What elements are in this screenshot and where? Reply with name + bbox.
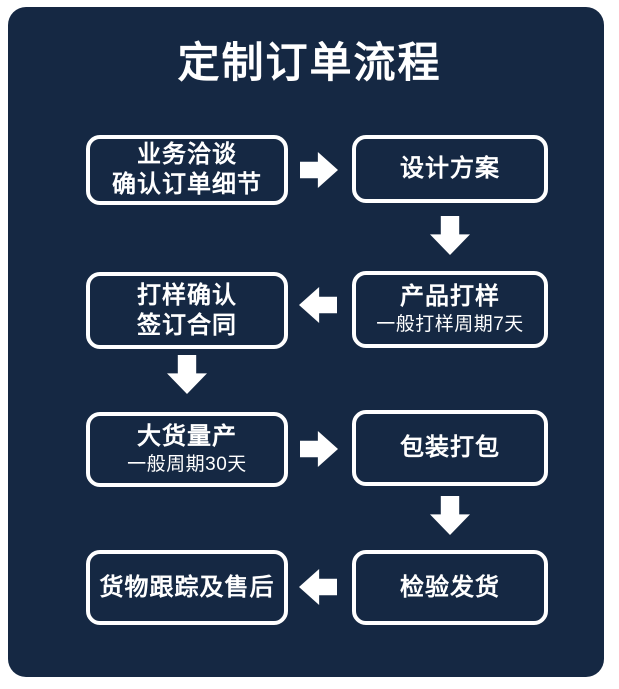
step-label: 包装打包	[400, 434, 500, 461]
step-box-sample-confirmation: 打样确认 签订合同	[86, 272, 288, 349]
step-box-design-plan: 设计方案	[352, 135, 548, 203]
step-label: 货物跟踪及售后	[99, 573, 275, 601]
step-box-tracking-aftersales: 货物跟踪及售后	[86, 550, 288, 625]
step-label: 大货量产	[137, 423, 237, 451]
step-note: 一般打样周期7天	[376, 314, 524, 336]
step-label: 业务洽谈	[137, 141, 237, 168]
step-label: 确认订单细节	[112, 171, 262, 198]
step-box-packing: 包装打包	[352, 410, 548, 486]
step-note: 一般周期30天	[127, 454, 247, 476]
step-box-business-negotiation: 业务洽谈 确认订单细节	[86, 135, 288, 205]
step-box-inspection-shipping: 检验发货	[352, 550, 548, 625]
page-title: 定制订单流程	[177, 39, 442, 86]
step-label: 签订合同	[137, 311, 237, 339]
step-box-mass-production: 大货量产 一般周期30天	[86, 412, 288, 487]
step-label: 打样确认	[137, 281, 237, 309]
step-label: 设计方案	[400, 155, 500, 182]
step-label: 产品打样	[400, 283, 500, 311]
step-label: 检验发货	[400, 573, 500, 601]
step-box-product-sampling: 产品打样 一般打样周期7天	[352, 271, 548, 348]
flowchart-panel	[8, 7, 604, 677]
